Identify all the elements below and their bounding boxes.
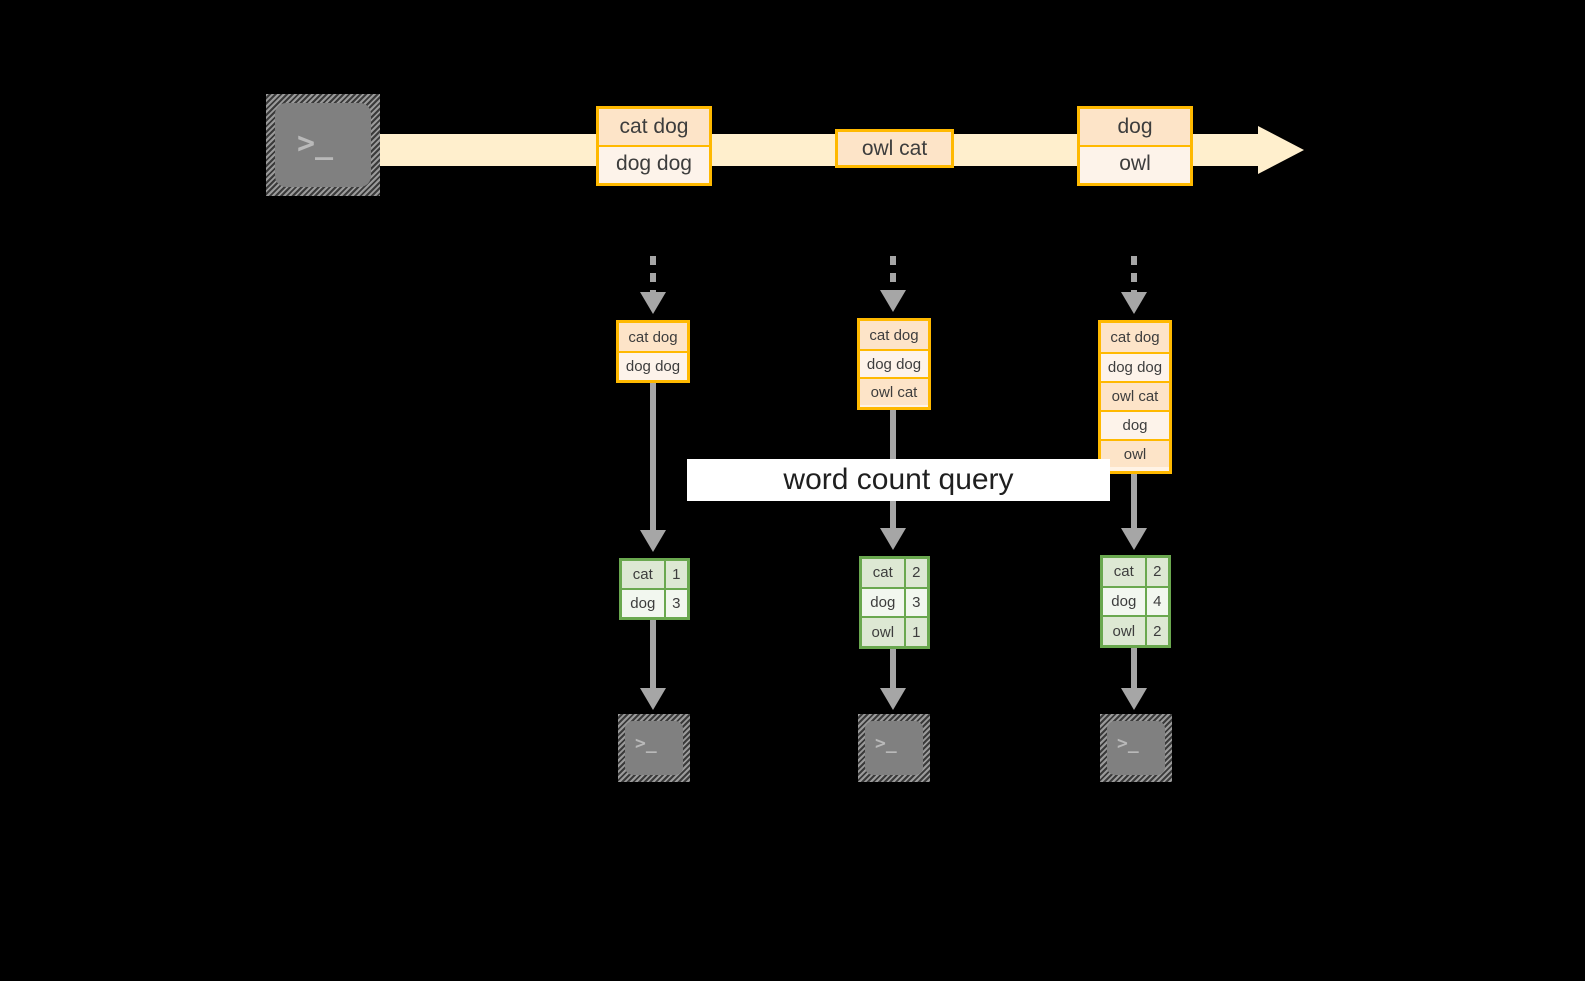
snapshot-2-sink-line	[890, 649, 896, 692]
accumulated-row: owl	[1101, 439, 1169, 467]
snapshot-1-sink-arrowhead	[640, 688, 666, 710]
snapshot-1-sink-terminal-icon[interactable]: >_	[618, 714, 690, 782]
snapshot-1-result-table[interactable]: cat 1 dog 3	[619, 558, 690, 620]
terminal-prompt-glyph: >_	[297, 126, 334, 161]
snapshot-3-sink-terminal-icon[interactable]: >_	[1100, 714, 1172, 782]
accumulated-row: cat dog	[860, 321, 928, 349]
snapshot-3-sink-line	[1131, 648, 1137, 692]
snapshot-2-sink-arrowhead	[880, 688, 906, 710]
input-stream-arrowhead	[1258, 126, 1304, 174]
snapshot-3-accumulated-table[interactable]: cat dog dog dog owl cat dog owl	[1098, 320, 1172, 474]
accumulated-row: dog	[1101, 410, 1169, 439]
result-row: dog 3	[862, 586, 927, 617]
snapshot-3-result-table[interactable]: cat 2 dog 4 owl 2	[1100, 555, 1171, 648]
stream-event-1[interactable]: cat dog dog dog	[596, 106, 712, 186]
result-row: dog 3	[622, 588, 687, 617]
snapshot-3-tap-line	[1131, 256, 1137, 294]
accumulated-row: dog dog	[860, 349, 928, 377]
source-terminal-icon[interactable]: >_	[266, 94, 380, 196]
result-count: 3	[903, 588, 927, 617]
result-word: dog	[862, 588, 904, 617]
accumulated-row: owl cat	[860, 377, 928, 405]
snapshot-2-query-arrowhead	[880, 528, 906, 550]
snapshot-1-sink-line	[650, 620, 656, 692]
result-count: 1	[903, 618, 927, 647]
accumulated-row: dog dog	[619, 351, 687, 380]
stream-event-line: dog	[1080, 109, 1190, 145]
result-count: 3	[663, 590, 687, 617]
result-word: dog	[1103, 587, 1145, 616]
snapshot-1-query-line	[650, 383, 656, 538]
terminal-prompt-glyph: >_	[635, 733, 657, 754]
snapshot-2-result-table[interactable]: cat 2 dog 3 owl 1	[859, 556, 930, 649]
snapshot-1-tap-line	[650, 256, 656, 294]
result-word: owl	[862, 618, 904, 647]
result-row: owl 1	[862, 616, 927, 647]
snapshot-2-accumulated-table[interactable]: cat dog dog dog owl cat	[857, 318, 931, 410]
word-count-query-label: word count query	[687, 459, 1110, 501]
result-row: dog 4	[1103, 585, 1168, 616]
accumulated-row: cat dog	[619, 323, 687, 351]
result-row: owl 2	[1103, 615, 1168, 646]
result-row: cat 2	[1103, 558, 1168, 586]
snapshot-1-query-arrowhead	[640, 530, 666, 552]
snapshot-2-sink-terminal-icon[interactable]: >_	[858, 714, 930, 782]
snapshot-3-tap-arrowhead	[1121, 292, 1147, 314]
result-count: 2	[1144, 558, 1168, 586]
result-word: cat	[1103, 558, 1145, 586]
snapshot-2-tap-arrowhead	[880, 290, 906, 312]
result-word: owl	[1103, 617, 1145, 646]
result-word: dog	[622, 590, 664, 617]
snapshot-1-tap-arrowhead	[640, 292, 666, 314]
terminal-prompt-glyph: >_	[875, 733, 897, 754]
result-count: 2	[1144, 617, 1168, 646]
result-count: 2	[903, 559, 927, 587]
accumulated-row: cat dog	[1101, 323, 1169, 352]
result-count: 4	[1144, 587, 1168, 616]
stream-event-line: cat dog	[599, 109, 709, 145]
snapshot-1-accumulated-table[interactable]: cat dog dog dog	[616, 320, 690, 383]
terminal-prompt-glyph: >_	[1117, 733, 1139, 754]
result-row: cat 1	[622, 561, 687, 588]
result-row: cat 2	[862, 559, 927, 587]
stream-event-line: owl cat	[838, 132, 951, 165]
snapshot-2-tap-line	[890, 256, 896, 292]
accumulated-row: owl cat	[1101, 381, 1169, 410]
result-word: cat	[862, 559, 904, 587]
snapshot-3-query-line	[1131, 474, 1137, 536]
accumulated-row: dog dog	[1101, 352, 1169, 381]
snapshot-3-sink-arrowhead	[1121, 688, 1147, 710]
result-word: cat	[622, 561, 664, 588]
stream-event-3[interactable]: dog owl	[1077, 106, 1193, 186]
stream-event-line: owl	[1080, 145, 1190, 181]
stream-event-2[interactable]: owl cat	[835, 129, 954, 168]
snapshot-3-query-arrowhead	[1121, 528, 1147, 550]
result-count: 1	[663, 561, 687, 588]
stream-event-line: dog dog	[599, 145, 709, 181]
